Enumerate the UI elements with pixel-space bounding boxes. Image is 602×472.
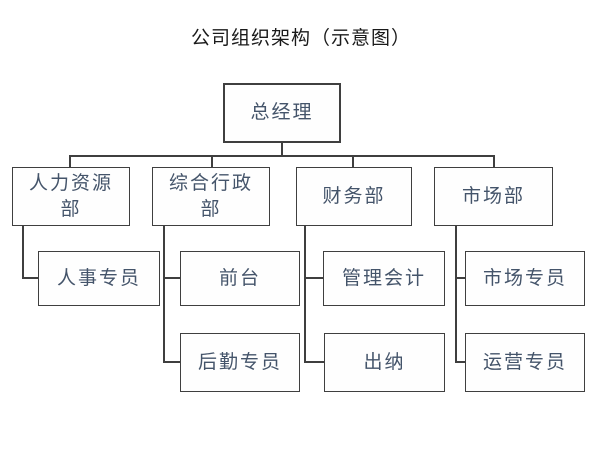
connector-line bbox=[163, 226, 165, 363]
connector-line bbox=[455, 226, 457, 363]
connector-line bbox=[211, 155, 213, 168]
node-hr-specialist: 人事专员 bbox=[38, 251, 160, 306]
node-marketing-specialist: 市场专员 bbox=[465, 251, 585, 306]
connector-line bbox=[304, 361, 324, 363]
connector-line bbox=[455, 361, 465, 363]
node-front-desk: 前台 bbox=[180, 251, 300, 306]
node-admin-department: 综合行政 部 bbox=[152, 167, 270, 226]
connector-line bbox=[22, 226, 24, 279]
connector-line bbox=[69, 155, 495, 157]
node-management-accountant: 管理会计 bbox=[323, 251, 445, 306]
connector-line bbox=[352, 155, 354, 168]
connector-line bbox=[22, 277, 38, 279]
connector-line bbox=[304, 226, 306, 363]
node-operations-specialist: 运营专员 bbox=[465, 333, 585, 392]
node-general-manager: 总经理 bbox=[223, 83, 341, 143]
connector-line bbox=[69, 155, 71, 168]
node-hr-department: 人力资源 部 bbox=[12, 167, 130, 226]
node-finance-department: 财务部 bbox=[296, 167, 412, 226]
connector-line bbox=[493, 155, 495, 168]
node-marketing-department: 市场部 bbox=[434, 167, 553, 226]
connector-line bbox=[163, 361, 180, 363]
node-cashier: 出纳 bbox=[324, 333, 445, 392]
connector-line bbox=[163, 277, 180, 279]
connector-line bbox=[281, 143, 283, 156]
chart-title: 公司组织架构（示意图） bbox=[190, 28, 411, 49]
node-logistics-specialist: 后勤专员 bbox=[180, 333, 300, 392]
connector-line bbox=[455, 277, 465, 279]
connector-line bbox=[304, 277, 323, 279]
